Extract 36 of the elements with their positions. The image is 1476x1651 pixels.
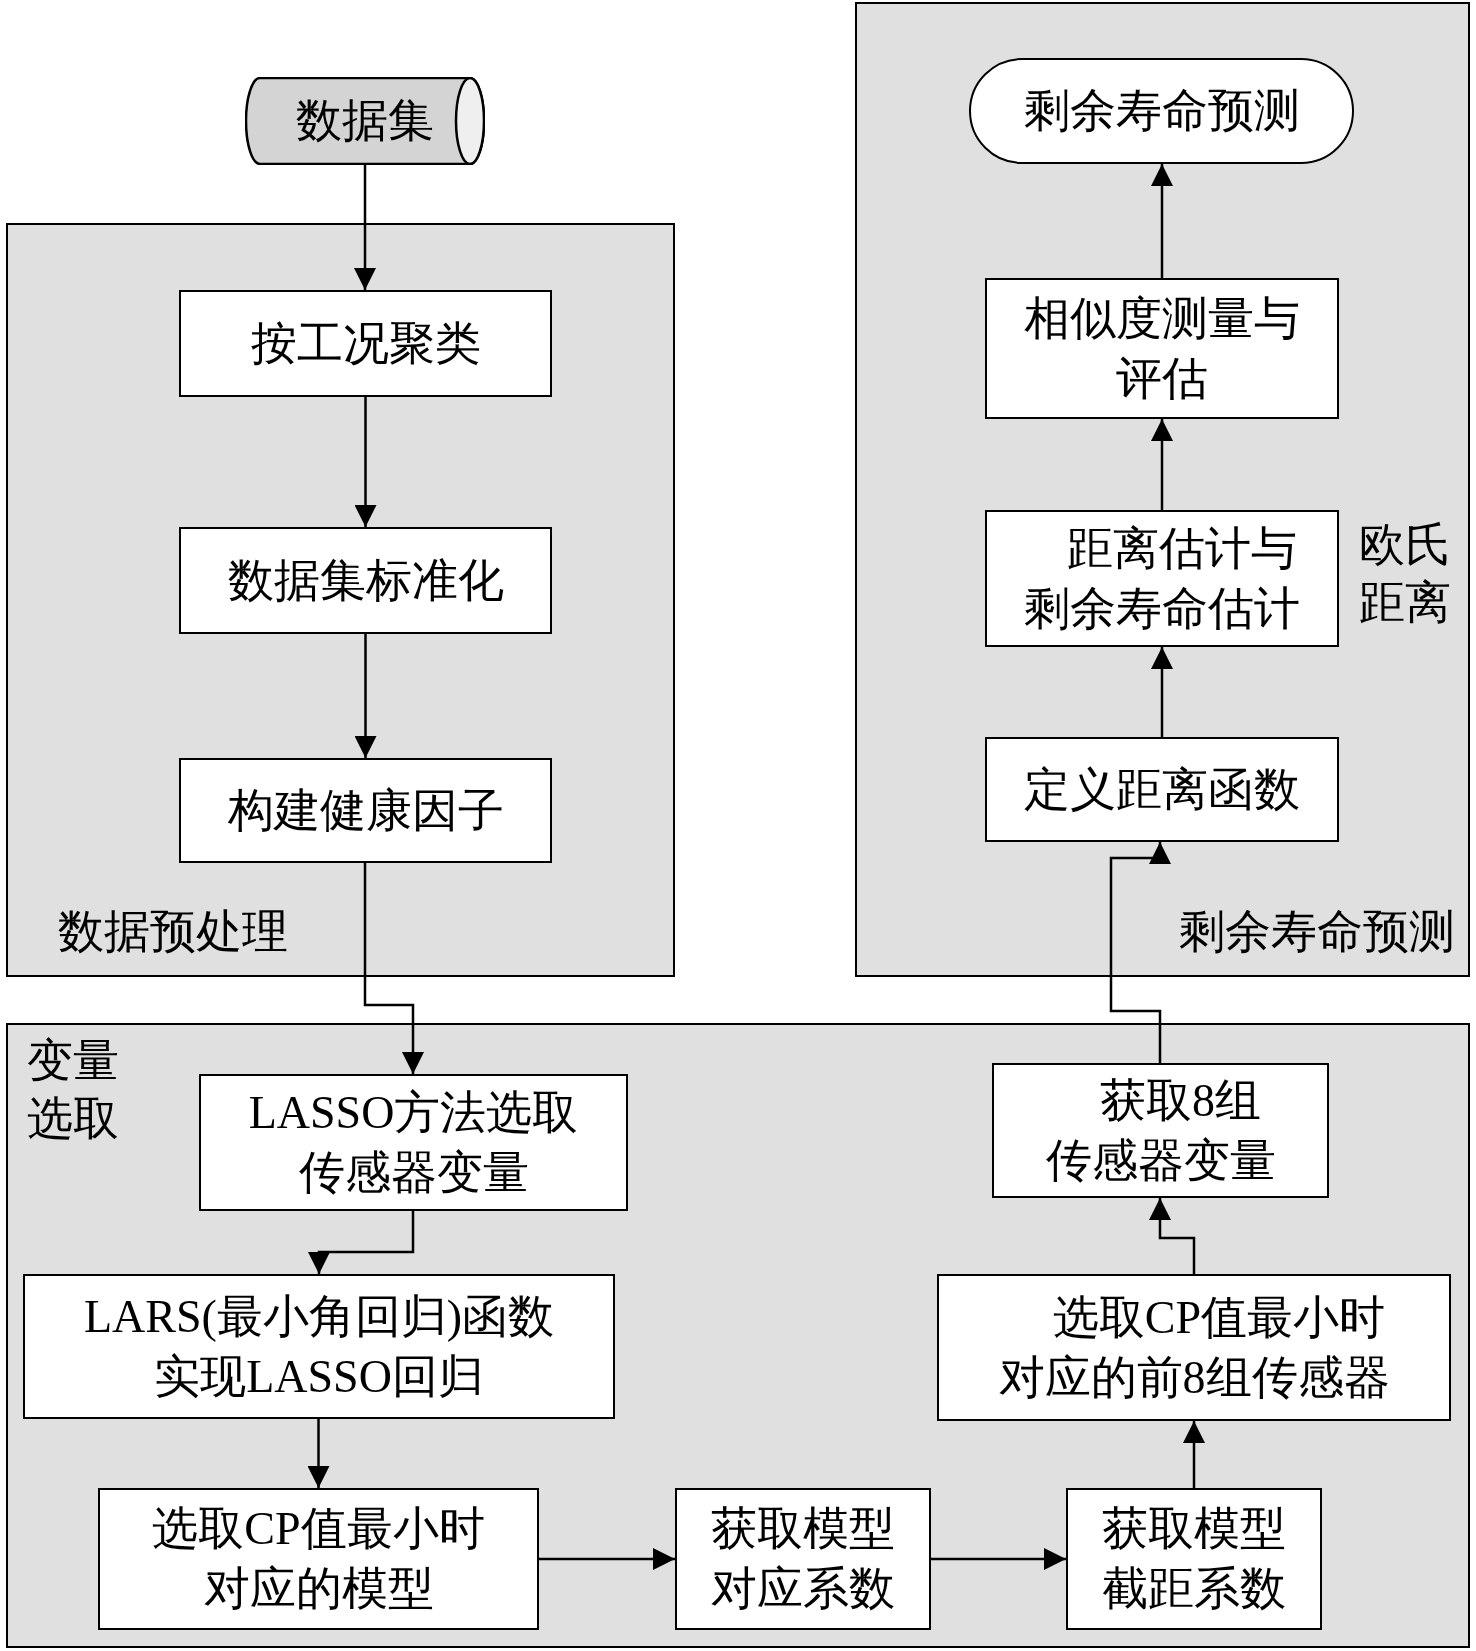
- process-box: 按工况聚类: [179, 290, 552, 397]
- process-box: 获取8组传感器变量: [992, 1063, 1329, 1198]
- process-box: 选取CP值最小时对应的前8组传感器: [937, 1274, 1451, 1421]
- process-box: 距离估计与剩余寿命估计: [985, 510, 1339, 647]
- arrow: [1151, 419, 1173, 510]
- process-box: 获取模型截距系数: [1066, 1488, 1322, 1630]
- arrow: [931, 1548, 1066, 1570]
- arrow: [307, 1419, 330, 1488]
- process-box: 相似度测量与评估: [985, 278, 1339, 419]
- panel-title: 剩余寿命预测: [1178, 905, 1455, 959]
- arrow: [308, 1211, 415, 1274]
- group-panel: [6, 1023, 1470, 1648]
- arrow: [1151, 647, 1173, 737]
- group-panel: [6, 223, 675, 977]
- panel-title: 数据预处理: [57, 905, 289, 959]
- process-box: LASSO方法选取传感器变量: [199, 1074, 628, 1211]
- arrow: [354, 634, 377, 758]
- side-note: 欧氏距离: [1358, 518, 1452, 630]
- process-box: 选取CP值最小时对应的模型: [98, 1488, 539, 1630]
- terminal-box: 剩余寿命预测: [969, 58, 1354, 164]
- arrow: [1149, 1198, 1196, 1274]
- database-cylinder: 数据集: [245, 77, 485, 165]
- process-box: 定义距离函数: [985, 737, 1339, 842]
- group-panel: [855, 2, 1470, 977]
- process-box: 构建健康因子: [179, 758, 552, 863]
- process-box: 数据集标准化: [179, 527, 552, 634]
- arrow: [363, 863, 424, 1074]
- arrow: [1151, 164, 1173, 278]
- arrow: [1183, 1421, 1205, 1488]
- arrow: [354, 397, 377, 527]
- arrow: [539, 1548, 675, 1570]
- panel-title: 变量选取: [26, 1034, 120, 1146]
- arrow: [1109, 842, 1171, 1063]
- process-box: 获取模型对应系数: [675, 1488, 931, 1630]
- process-box: LARS(最小角回归)函数实现LASSO回归: [23, 1274, 615, 1419]
- arrow: [354, 165, 376, 290]
